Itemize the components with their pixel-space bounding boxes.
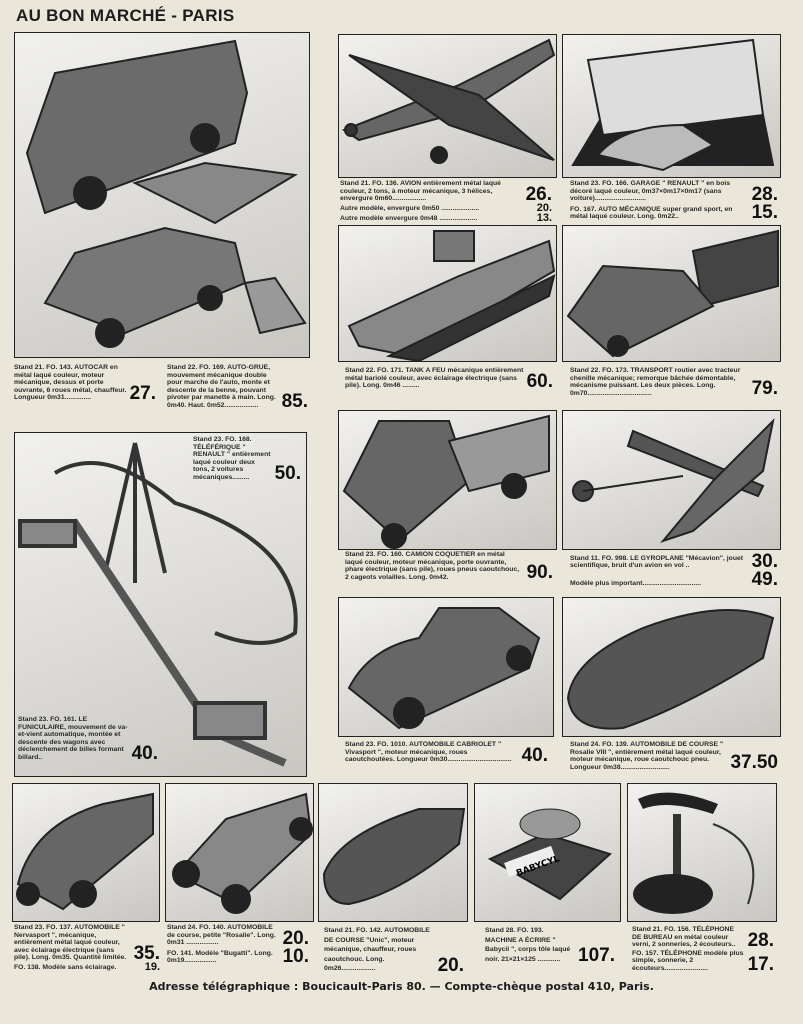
caption-garage: Stand 23. FO. 166. GARAGE " RENAULT " en… xyxy=(570,180,778,222)
caption-telephone: Stand 21. FO. 156. TÉLÉPHONE DE BUREAU e… xyxy=(632,926,774,974)
caption-course: Stand 24. FO. 139. AUTOMOBILE DE COURSE … xyxy=(570,741,778,772)
price: 35. xyxy=(133,942,160,964)
caption-text: Stand 24. FO. 139. AUTOMOBILE DE COURSE … xyxy=(570,741,724,771)
illustration-machine-a-ecrire: BABYCYL xyxy=(474,783,621,922)
caption-text: FO. 157. TÉLÉPHONE modèle plus simple, s… xyxy=(632,949,744,972)
caption-text: Stand 22. FO. 171. TANK A FEU mécanique … xyxy=(345,367,524,390)
caption-telepherique: Stand 23. FO. 168. TÉLÉFÉRIQUE " RENAULT… xyxy=(193,436,301,483)
price: 30. xyxy=(751,551,778,572)
price: 15. xyxy=(751,201,778,223)
illustration-tank xyxy=(338,225,557,362)
illustration-garage xyxy=(562,34,781,178)
caption-camion: Stand 23. FO. 160. CAMION COQUETIER en m… xyxy=(345,551,553,582)
price: 17. xyxy=(747,953,774,975)
caption-text: Stand 28. FO. 193. MACHINE A ÉCRIRE " Ba… xyxy=(485,927,571,963)
caption-text: Stand 24. FO. 140. AUTOMOBILE de course,… xyxy=(167,924,276,947)
illustration-cabriolet xyxy=(338,597,554,737)
price: 20. xyxy=(536,201,552,214)
price: 85. xyxy=(281,390,308,412)
illustration-camion xyxy=(338,410,557,550)
caption-text: Stand 21. FO. 143. AUTOCAR en métal laqu… xyxy=(14,364,127,402)
caption-nervasport: Stand 23. FO. 137. AUTOMOBILE " Nervaspo… xyxy=(14,924,160,973)
illustration-nervasport xyxy=(12,783,160,922)
caption-text: Stand 21. FO. 136. AVION entièrement mét… xyxy=(340,180,501,203)
price: 79. xyxy=(751,378,778,400)
footer-address: Adresse télégraphique : Boucicault-Paris… xyxy=(149,980,654,993)
caption-unic: Stand 21. FO. 142. AUTOMOBILE DE COURSE … xyxy=(324,926,464,975)
price: 40. xyxy=(521,744,548,766)
price: 37.50 xyxy=(730,752,778,774)
price: 27. xyxy=(129,382,156,404)
price: 28. xyxy=(751,183,778,205)
caption-text: Stand 23. FO. 137. AUTOMOBILE " Nervaspo… xyxy=(14,924,127,962)
illustration-course xyxy=(562,597,781,737)
caption-text: Stand 21. FO. 156. TÉLÉPHONE DE BUREAU e… xyxy=(632,926,736,949)
caption-text: FO. 138. Modèle sans éclairage. xyxy=(14,964,117,972)
caption-gyroplane: Stand 11. FO. 998. LE GYROPLANE "Mécavio… xyxy=(570,551,778,590)
caption-text: Stand 22. FO. 173. TRANSPORT routier ave… xyxy=(570,367,741,397)
price: 49. xyxy=(751,569,778,590)
caption-text: Stand 22. FO. 169. AUTO-GRUE, mouvement … xyxy=(167,364,276,409)
caption-avion: Stand 21. FO. 136. AVION entièrement mét… xyxy=(340,180,552,224)
caption-text: Autre modèle, envergure 0m50 ...........… xyxy=(340,205,480,213)
caption-machine: Stand 28. FO. 193. MACHINE A ÉCRIRE " Ba… xyxy=(485,926,615,965)
price: 19. xyxy=(144,960,160,973)
caption-text: Stand 23. FO. 1010. AUTOMOBILE CABRIOLET… xyxy=(345,741,512,764)
illustration-avion xyxy=(338,34,557,178)
caption-text: Stand 21. FO. 142. AUTOMOBILE DE COURSE … xyxy=(324,927,430,972)
caption-autocar: Stand 21. FO. 143. AUTOCAR en métal laqu… xyxy=(14,364,156,403)
caption-text: Stand 23. FO. 161. LE FUNICULAIRE, mouve… xyxy=(18,716,128,761)
illustration-rosalie-bugatti xyxy=(165,783,314,922)
price: 28. xyxy=(747,929,774,951)
price: 107. xyxy=(578,945,615,966)
caption-text: Autre modèle envergure 0m48 ............… xyxy=(340,215,478,223)
price: 10. xyxy=(282,945,309,967)
caption-text: Stand 23. FO. 168. TÉLÉFÉRIQUE " RENAULT… xyxy=(193,436,271,481)
caption-text: FO. 141. Modèle "Bugatti". Long. 0m19...… xyxy=(167,949,273,965)
price: 90. xyxy=(526,562,553,584)
illustration-unic xyxy=(318,783,468,922)
caption-text: FO. 167. AUTO MÉCANIQUE super grand spor… xyxy=(570,205,733,221)
caption-text: Modèle plus important...................… xyxy=(570,580,702,588)
price: 26. xyxy=(525,183,552,205)
caption-transport: Stand 22. FO. 173. TRANSPORT routier ave… xyxy=(570,367,778,398)
caption-text: Stand 11. FO. 998. LE GYROPLANE "Mécavio… xyxy=(570,554,744,570)
price: 40. xyxy=(131,742,158,764)
illustration-transport xyxy=(562,225,781,362)
caption-funiculaire: Stand 23. FO. 161. LE FUNICULAIRE, mouve… xyxy=(18,716,158,763)
caption-rosalie: Stand 24. FO. 140. AUTOMOBILE de course,… xyxy=(167,924,309,966)
price: 50. xyxy=(274,462,301,484)
illustration-telephone xyxy=(627,783,777,922)
price: 13. xyxy=(536,211,552,224)
illustration-funiculaire-telepherique xyxy=(14,432,307,777)
caption-text: Stand 23. FO. 160. CAMION COQUETIER en m… xyxy=(345,551,520,581)
caption-cabriolet: Stand 23. FO. 1010. AUTOMOBILE CABRIOLET… xyxy=(345,741,548,765)
price: 20. xyxy=(282,927,309,949)
price: 60. xyxy=(526,370,553,392)
caption-tank: Stand 22. FO. 171. TANK A FEU mécanique … xyxy=(345,367,553,391)
caption-text: Stand 23. FO. 166. GARAGE " RENAULT " en… xyxy=(570,180,731,203)
illustration-gyroplane xyxy=(562,410,781,550)
page-header: AU BON MARCHÉ - PARIS xyxy=(16,6,235,25)
illustration-autocar-autogrue xyxy=(14,32,310,358)
price: 20. xyxy=(437,954,464,976)
caption-autogrue: Stand 22. FO. 169. AUTO-GRUE, mouvement … xyxy=(167,364,308,411)
